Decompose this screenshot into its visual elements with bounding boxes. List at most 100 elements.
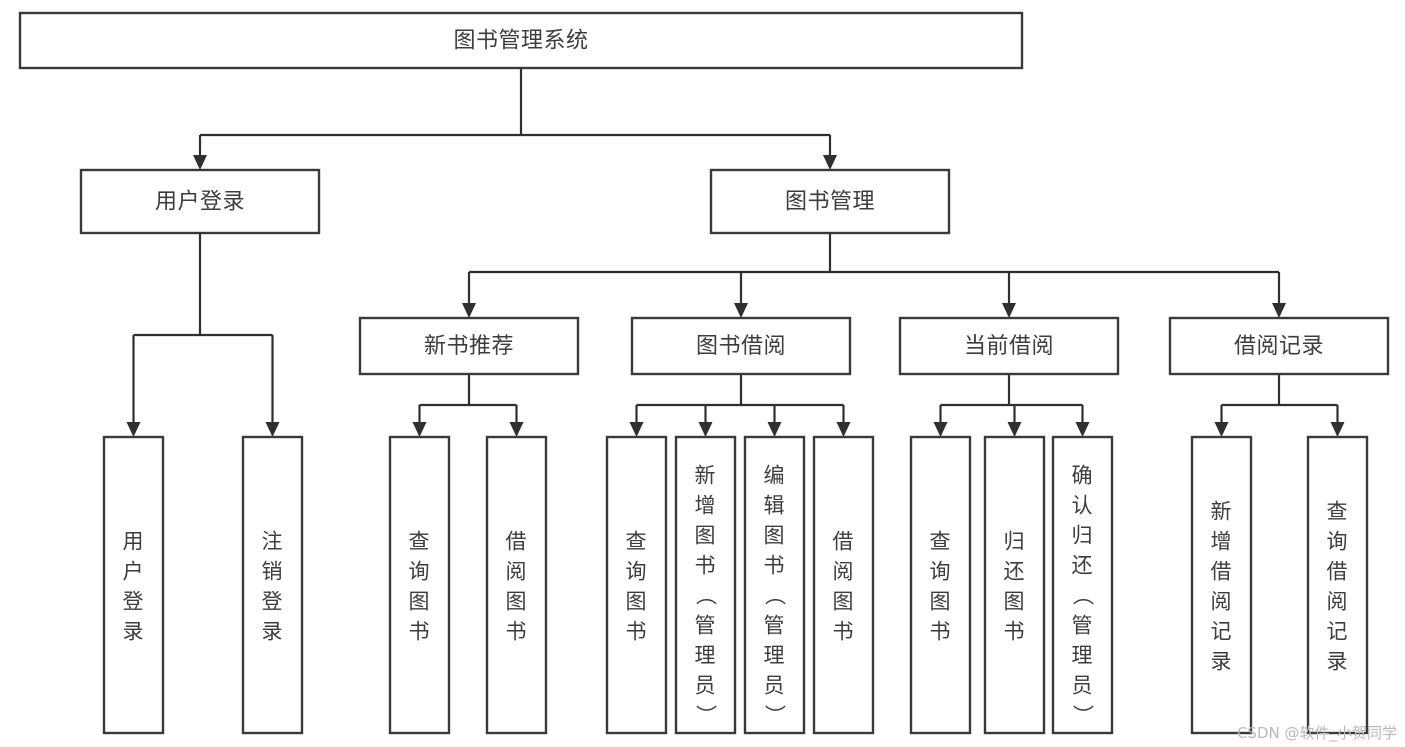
node-label-char: 员 (1072, 673, 1094, 697)
node-label: 图书管理系统 (453, 29, 588, 54)
node-label-char: 用 (123, 529, 145, 553)
connector-group (1214, 374, 1345, 437)
node-box[interactable] (388, 435, 451, 735)
node-label-char: 书 (930, 619, 952, 643)
node-layer: 图书管理系统用户登录图书管理新书推荐图书借阅当前借阅借阅记录用户登录注销登录查询… (18, 11, 1390, 735)
node-label-char: 书 (626, 619, 648, 643)
node-box[interactable] (241, 435, 304, 735)
arrowhead-icon (509, 422, 524, 437)
node-label-char: 查 (409, 529, 431, 553)
node-label-char: ） (694, 704, 718, 726)
connector-group (462, 233, 1286, 318)
node-label-char: 管 (764, 613, 786, 637)
node-box[interactable] (674, 435, 737, 735)
node-box[interactable] (709, 168, 951, 235)
arrowhead-icon (933, 422, 948, 437)
node-user-login[interactable]: 用户登录 (79, 168, 321, 235)
node-label: 图书管理 (785, 190, 875, 215)
node-root[interactable]: 图书管理系统 (18, 11, 1024, 70)
node-label: 借阅记录 (1234, 334, 1324, 359)
node-box[interactable] (1168, 316, 1390, 376)
csdn-watermark: CSDN @软件_小贺同学 (1236, 724, 1397, 742)
node-leaf-user-login[interactable]: 用户登录 (102, 435, 165, 735)
connector-group (193, 68, 837, 170)
node-box[interactable] (18, 11, 1024, 70)
node-label-char: 登 (123, 589, 145, 613)
node-box[interactable] (909, 435, 972, 735)
node-label-char: 书 (764, 553, 786, 577)
node-label-char: （ (1071, 584, 1095, 606)
node-label-char: 员 (695, 673, 717, 697)
node-book-borrow[interactable]: 图书借阅 (630, 316, 852, 376)
node-box[interactable] (605, 435, 668, 735)
node-label-char: 借 (1327, 559, 1349, 583)
node-label-char: 管 (1072, 613, 1094, 637)
node-box[interactable] (898, 316, 1120, 376)
node-label-char: 新 (1211, 499, 1233, 523)
arrowhead-icon (1272, 303, 1286, 318)
node-label-char: 销 (262, 559, 284, 583)
connector-group (933, 374, 1090, 437)
node-box[interactable] (1051, 435, 1114, 735)
node-label-char: 借 (833, 529, 855, 553)
node-label-char: 还 (1072, 553, 1094, 577)
node-label-char: 图 (409, 589, 431, 613)
node-box[interactable] (630, 316, 852, 376)
node-box[interactable] (79, 168, 321, 235)
connector-group (126, 233, 280, 437)
node-label: 用户登录 (155, 190, 245, 215)
node-label-char: 阅 (1327, 589, 1349, 613)
node-box[interactable] (358, 316, 580, 376)
node-box[interactable] (812, 435, 875, 735)
node-box[interactable] (485, 435, 548, 735)
node-label-char: 询 (930, 559, 952, 583)
node-box[interactable] (743, 435, 806, 735)
node-box[interactable] (983, 435, 1046, 735)
node-label-char: 图 (764, 523, 786, 547)
node-new-book-rec[interactable]: 新书推荐 (358, 316, 580, 376)
node-box[interactable] (1190, 435, 1253, 735)
node-label-char: 确 (1072, 463, 1094, 487)
node-label: 新书推荐 (424, 334, 514, 359)
node-book-manage[interactable]: 图书管理 (709, 168, 951, 235)
arrowhead-icon (126, 422, 141, 437)
arrowhead-icon (823, 155, 837, 170)
node-label-char: 书 (833, 619, 855, 643)
node-label-char: 书 (1004, 619, 1026, 643)
node-label-char: 询 (626, 559, 648, 583)
node-borrow-record[interactable]: 借阅记录 (1168, 316, 1390, 376)
node-label-char: 归 (1004, 529, 1026, 553)
arrowhead-icon (462, 303, 476, 318)
node-label-char: 辑 (764, 493, 786, 517)
node-label: 图书借阅 (696, 334, 786, 359)
node-label-char: 归 (1072, 523, 1094, 547)
node-label-char: 询 (1327, 529, 1349, 553)
node-label-char: 户 (123, 559, 145, 583)
node-label-char: 询 (409, 559, 431, 583)
node-label-char: 新 (695, 463, 717, 487)
node-box[interactable] (1306, 435, 1369, 735)
node-label-char: 注 (262, 529, 284, 553)
node-current-borrow[interactable]: 当前借阅 (898, 316, 1120, 376)
arrowhead-icon (698, 422, 713, 437)
node-box[interactable] (102, 435, 165, 735)
arrowhead-icon (265, 422, 280, 437)
arrowhead-icon (412, 422, 427, 437)
node-label-char: （ (694, 584, 718, 606)
arrowhead-icon (1075, 422, 1090, 437)
node-label-char: ） (1071, 704, 1095, 726)
node-label-char: 图 (1004, 589, 1026, 613)
